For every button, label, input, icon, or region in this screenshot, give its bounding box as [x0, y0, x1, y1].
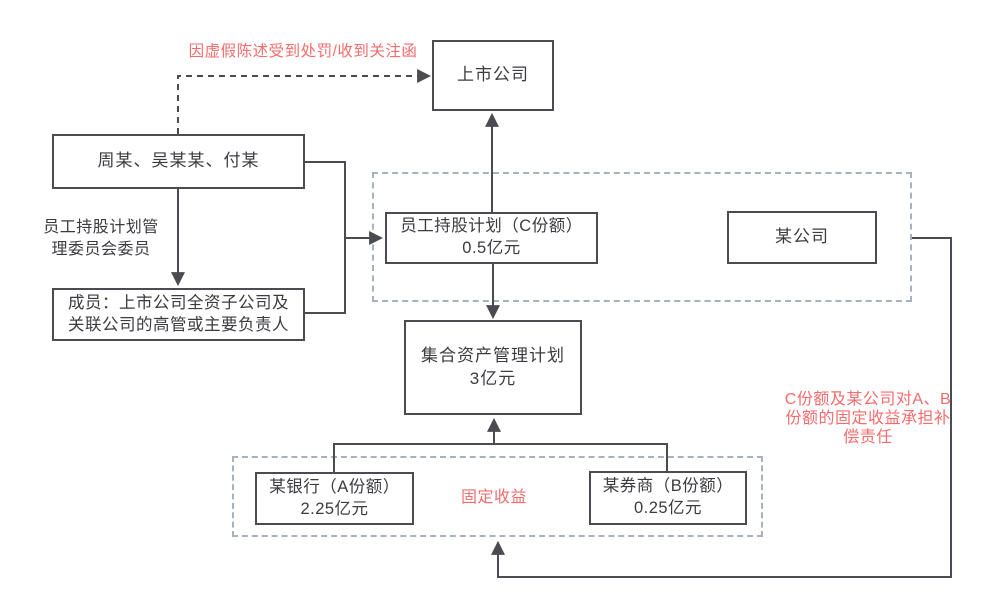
node-listed-company-label: 上市公司 [457, 65, 529, 85]
node-members-line1: 成员：上市公司全资子公司及 [68, 293, 289, 312]
label-fixed-income: 固定收益 [449, 488, 539, 508]
node-bank-line2: 2.25亿元 [300, 499, 369, 518]
label-committee-line2: 理委员会委员 [51, 240, 151, 258]
node-some-company: 某公司 [727, 211, 877, 264]
node-broker: 某券商（B份额） 0.25亿元 [589, 471, 747, 525]
node-broker-line2: 0.25亿元 [633, 499, 703, 517]
label-fixed-income-text: 固定收益 [460, 489, 527, 506]
node-persons-label: 周某、吴某某、付某 [97, 151, 260, 171]
label-compensation: C份额及某公司对A、B 份额的固定收益承担补 偿责任 [782, 390, 954, 448]
connector-persons-members-trunk [305, 161, 346, 314]
node-asset-plan: 集合资产管理计划 3亿元 [404, 320, 582, 415]
node-members-line2: 关联公司的高管或主要负责人 [68, 315, 289, 334]
label-compensation-line2: 份额的固定收益承担补 [785, 410, 951, 428]
node-esop-line2: 0.5亿元 [462, 239, 521, 257]
arrow-penalty-dashed [177, 69, 432, 134]
node-some-company-label: 某公司 [775, 227, 829, 247]
label-compensation-line1: C份额及某公司对A、B [784, 391, 952, 408]
label-committee: 员工持股计划管 理委员会委员 [34, 217, 168, 260]
label-penalty: 因虚假陈述受到处罚/收到关注函 [186, 43, 420, 62]
label-compensation-line3: 偿责任 [843, 429, 893, 447]
node-bank: 某银行（A份额） 2.25亿元 [255, 472, 414, 525]
node-esop-line1: 员工持股计划（C份额） [400, 217, 583, 236]
node-listed-company: 上市公司 [432, 40, 554, 111]
node-asset-plan-line1: 集合资产管理计划 [421, 346, 565, 366]
label-penalty-text: 因虚假陈述受到处罚/收到关注函 [188, 43, 418, 60]
label-committee-line1: 员工持股计划管 [43, 219, 159, 236]
node-bank-line1: 某银行（A份额） [269, 477, 400, 496]
node-persons: 周某、吴某某、付某 [52, 134, 305, 189]
node-asset-plan-line2: 3亿元 [469, 368, 517, 388]
node-broker-line1: 某券商（B份额） [602, 477, 734, 496]
node-members: 成员：上市公司全资子公司及 关联公司的高管或主要负责人 [52, 288, 305, 341]
node-esop: 员工持股计划（C份额） 0.5亿元 [385, 212, 598, 264]
